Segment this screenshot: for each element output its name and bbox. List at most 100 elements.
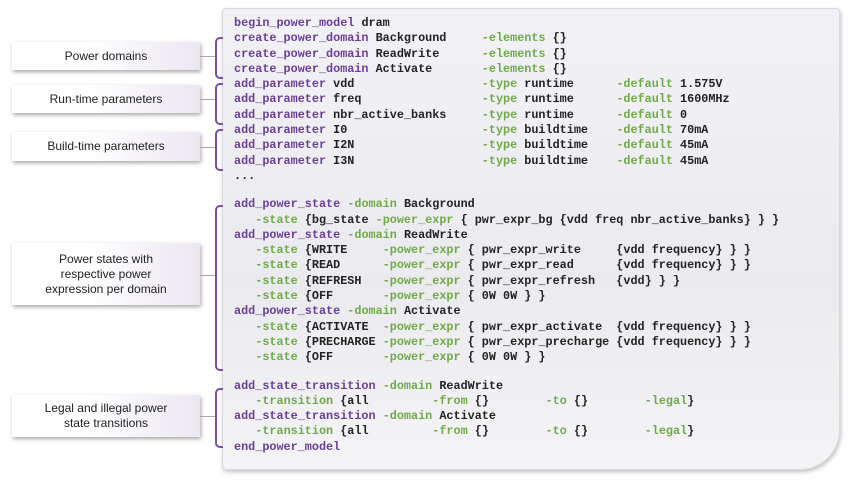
code-text: {OFF — [297, 289, 383, 304]
brace — [215, 388, 223, 448]
code-line: add_state_transition -domain ReadWrite — [234, 379, 779, 394]
code-text: {} — [545, 46, 567, 61]
pointer-line — [200, 56, 215, 57]
code-keyword: add_parameter — [234, 77, 327, 92]
brace — [215, 83, 223, 125]
code-text: runtime — [517, 107, 617, 122]
code-keyword: create_power_domain — [234, 46, 369, 61]
code-option: -state — [255, 319, 298, 334]
code-text: ... — [234, 168, 256, 183]
code-option: -state — [255, 243, 298, 258]
code-option: -power_expr — [382, 350, 461, 365]
code-text: Activate — [396, 304, 461, 319]
code-text: Activate — [432, 409, 496, 424]
code-text: { 0W 0W } } — [460, 350, 546, 365]
brace — [215, 129, 223, 171]
code-keyword: add_parameter — [234, 153, 327, 168]
code-text — [234, 350, 255, 364]
code-option: -type — [481, 138, 518, 153]
code-text: { pwr_expr_bg {vdd freq nbr_active_banks… — [453, 212, 780, 227]
code-option: -type — [481, 107, 518, 122]
code-line: create_power_domain Activate -elements {… — [234, 62, 779, 77]
code-line: -transition {all -from {} -to {} -legal} — [234, 394, 779, 409]
code-line — [234, 366, 779, 379]
code-line: add_parameter vdd -type runtime -default… — [234, 77, 779, 92]
code-text: {} — [467, 393, 546, 408]
code-text: Background — [368, 31, 482, 46]
code-text: 70mA — [672, 123, 709, 138]
code-keyword: add_parameter — [234, 92, 327, 107]
code-line: -transition {all -from {} -to {} -legal} — [234, 424, 779, 439]
code-keyword: add_parameter — [234, 123, 327, 138]
code-text — [234, 320, 255, 334]
code-text: dram — [354, 16, 390, 30]
code-option: -default — [616, 77, 673, 92]
code-keyword: add_state_transition — [234, 378, 376, 393]
code-line: begin_power_model dram — [234, 16, 779, 31]
code-text: 1600MHz — [672, 92, 730, 107]
code-keyword: create_power_domain — [234, 61, 369, 76]
code-text: { pwr_expr_write {vdd frequency} } } — [460, 243, 751, 258]
code-text: 45mA — [672, 153, 709, 168]
code-text: {ACTIVATE — [297, 319, 383, 334]
code-line: add_parameter freq -type runtime -defaul… — [234, 92, 779, 107]
code-line: add_power_state -domain Background — [234, 197, 779, 212]
code-keyword: add_state_transition — [234, 409, 376, 424]
code-option: -power_expr — [375, 212, 454, 227]
code-option: -default — [616, 107, 673, 122]
code-option: -domain — [347, 227, 397, 242]
code-text — [376, 409, 383, 423]
pointer-line — [200, 275, 215, 276]
code-text: 0 — [672, 107, 688, 122]
code-text: runtime — [517, 77, 617, 92]
code-line: add_power_state -domain ReadWrite — [234, 228, 779, 243]
code-text: {READ — [297, 258, 383, 273]
code-text: nbr_active_banks — [326, 107, 482, 122]
code-line: -state {OFF -power_expr { 0W 0W } } — [234, 350, 779, 365]
code-option: -type — [481, 123, 518, 138]
code-line: end_power_model — [234, 440, 779, 455]
pointer-line — [200, 99, 215, 100]
pointer-line — [200, 416, 215, 417]
code-text: ReadWrite — [396, 227, 468, 242]
code-text: { pwr_expr_refresh {vdd} } } — [460, 273, 681, 288]
code-line: add_parameter I0 -type buildtime -defaul… — [234, 123, 779, 138]
code-option: -elements — [481, 31, 546, 46]
code-text — [234, 394, 255, 408]
code-line: -state {OFF -power_expr { 0W 0W } } — [234, 289, 779, 304]
code-option: -from — [432, 393, 468, 408]
code-line: -state {ACTIVATE -power_expr { pwr_expr_… — [234, 320, 779, 335]
code-panel — [222, 8, 840, 470]
code-option: -state — [255, 273, 298, 288]
code-line: add_parameter nbr_active_banks -type run… — [234, 108, 779, 123]
code-keyword: add_power_state — [234, 227, 341, 242]
code-text: runtime — [517, 92, 617, 107]
code-keyword: add_power_state — [234, 304, 341, 319]
code-option: -power_expr — [382, 243, 461, 258]
code-option: -from — [432, 424, 468, 439]
code-option: -power_expr — [382, 319, 461, 334]
brace — [215, 37, 223, 79]
code-text — [234, 335, 255, 349]
code-text: {OFF — [297, 350, 383, 365]
code-line: create_power_domain Background -elements… — [234, 31, 779, 46]
code-option: -domain — [347, 304, 397, 319]
code-text: {} — [566, 424, 645, 439]
code-text: {WRITE — [297, 243, 383, 258]
code-option: -legal — [644, 424, 688, 439]
code-text — [234, 424, 255, 438]
code-text: { pwr_expr_activate {vdd frequency} } } — [460, 319, 751, 334]
code-text: } — [687, 424, 695, 439]
code-option: -domain — [347, 197, 397, 212]
code-text: buildtime — [517, 153, 617, 168]
code-option: -default — [616, 92, 673, 107]
code-option: -elements — [481, 61, 546, 76]
code-option: -to — [545, 393, 567, 408]
code-text — [234, 258, 255, 272]
code-line: ... — [234, 169, 779, 184]
code-text — [234, 289, 255, 303]
code-option: -power_expr — [382, 289, 461, 304]
label-buildtime-parameters: Build-time parameters — [12, 132, 200, 161]
code-line: add_parameter I3N -type buildtime -defau… — [234, 154, 779, 169]
label-state-transitions: Legal and illegal power state transition… — [12, 395, 200, 437]
